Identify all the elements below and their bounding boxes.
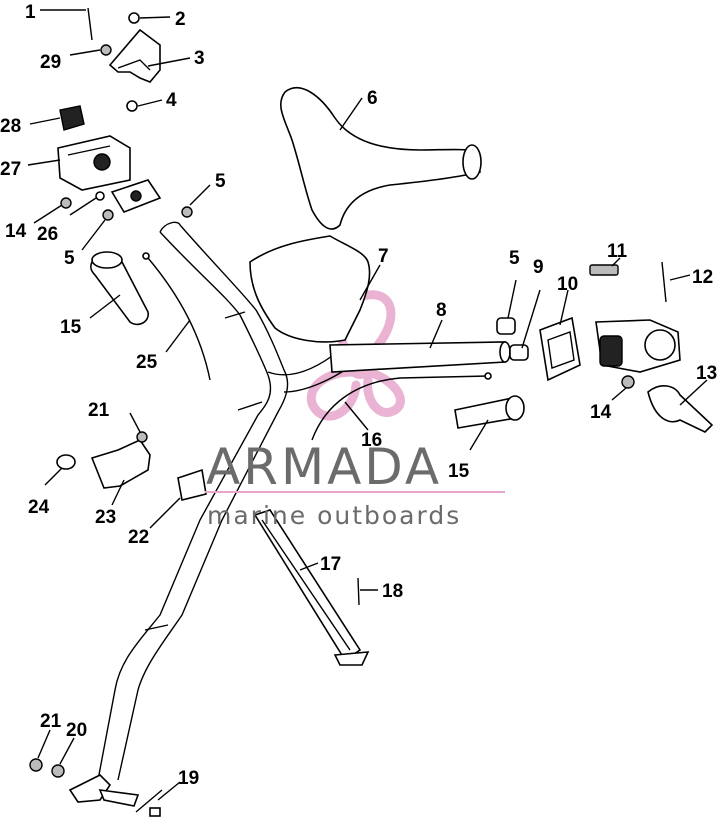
switch-plate-part: [110, 179, 162, 213]
callout-7: 7: [378, 246, 389, 267]
callout-6: 6: [367, 88, 378, 109]
switch-housing-part: [595, 319, 681, 373]
watermark: ARMADA marine outboards: [205, 438, 505, 530]
callout-14-left: 14: [5, 221, 27, 242]
callout-15-left: 15: [60, 317, 82, 338]
callout-14-right: 14: [590, 402, 612, 423]
bushing-5-right-part: [496, 317, 516, 335]
cap-28-part: [59, 105, 85, 131]
callout-2: 2: [175, 9, 186, 30]
callout-3: 3: [194, 48, 205, 69]
callout-28: 28: [0, 116, 21, 137]
callout-4: 4: [166, 90, 177, 111]
grip-15-left-part: [89, 251, 149, 326]
seat-part: [280, 86, 482, 230]
seat-pad-part: [249, 235, 371, 343]
nut-2-part: [128, 12, 140, 24]
callout-1: 1: [25, 2, 36, 23]
callout-18: 18: [382, 581, 403, 602]
lower-bracket-part: [68, 774, 140, 807]
watermark-subtitle: marine outboards: [207, 501, 461, 530]
leader-lines: [27, 9, 708, 801]
cable-25-part: [147, 257, 211, 381]
callout-20: 20: [66, 720, 87, 741]
callout-19: 19: [178, 768, 199, 789]
cable-16-part: [311, 375, 489, 441]
cable-end-25: [142, 252, 150, 260]
callout-15-right: 15: [448, 461, 470, 482]
clamp-24-part: [56, 454, 76, 470]
plate-10-part: [539, 316, 581, 382]
callout-26: 26: [37, 224, 58, 245]
switch-block-27-part: [57, 135, 131, 191]
pin-18-part: [357, 577, 360, 606]
bushing-9-part: [509, 344, 529, 361]
tiller-tube-part: [329, 341, 511, 373]
callout-10: 10: [557, 274, 578, 295]
callout-16: 16: [361, 430, 382, 451]
key-11-part: [589, 264, 619, 276]
washer-20-part: [51, 764, 65, 778]
washer-5-left-part: [102, 206, 193, 221]
washer-29-part: [100, 44, 112, 56]
callout-21-upper: 21: [88, 400, 110, 421]
callout-5-upper: 5: [215, 171, 226, 192]
callout-5-right: 5: [509, 248, 520, 269]
nut-26-part: [95, 191, 105, 201]
watermark-title: ARMADA: [206, 438, 442, 496]
grip-15-right-part: [454, 395, 525, 429]
lever-13-part: [647, 385, 714, 433]
callout-5-left: 5: [64, 248, 75, 269]
stand-17-part: [253, 509, 370, 666]
nut-21-upper-part: [136, 431, 148, 443]
pin-12-part: [661, 261, 667, 303]
callout-21-lower: 21: [40, 711, 62, 732]
nut-4-part: [126, 100, 138, 112]
nut-14-right-part: [621, 375, 635, 389]
callout-24: 24: [28, 497, 50, 518]
callout-22: 22: [128, 527, 149, 548]
callout-12: 12: [692, 267, 713, 288]
handlebar-frame-tube: [97, 221, 366, 781]
callout-25: 25: [136, 352, 158, 373]
cable-end-16: [484, 372, 492, 380]
callout-13: 13: [696, 363, 717, 384]
callout-27: 27: [0, 159, 21, 180]
callout-29: 29: [40, 52, 61, 73]
bracket-3-part: [108, 28, 161, 83]
nut-21-lower-part: [29, 758, 43, 772]
bracket-23-part: [90, 438, 151, 489]
callout-17: 17: [320, 554, 341, 575]
bolt-1-part: [87, 7, 93, 41]
callout-11: 11: [607, 241, 628, 262]
clip-22-part: [177, 468, 207, 501]
callout-8: 8: [436, 300, 447, 321]
callout-23: 23: [95, 507, 116, 528]
bolt-19-part: [135, 789, 163, 817]
callout-labels: 1 2 29 3 4 28 27 6 5 14 26 5 7 11 12 5 9…: [0, 2, 717, 789]
callout-9: 9: [533, 257, 544, 278]
nut-14-left-part: [60, 197, 72, 209]
